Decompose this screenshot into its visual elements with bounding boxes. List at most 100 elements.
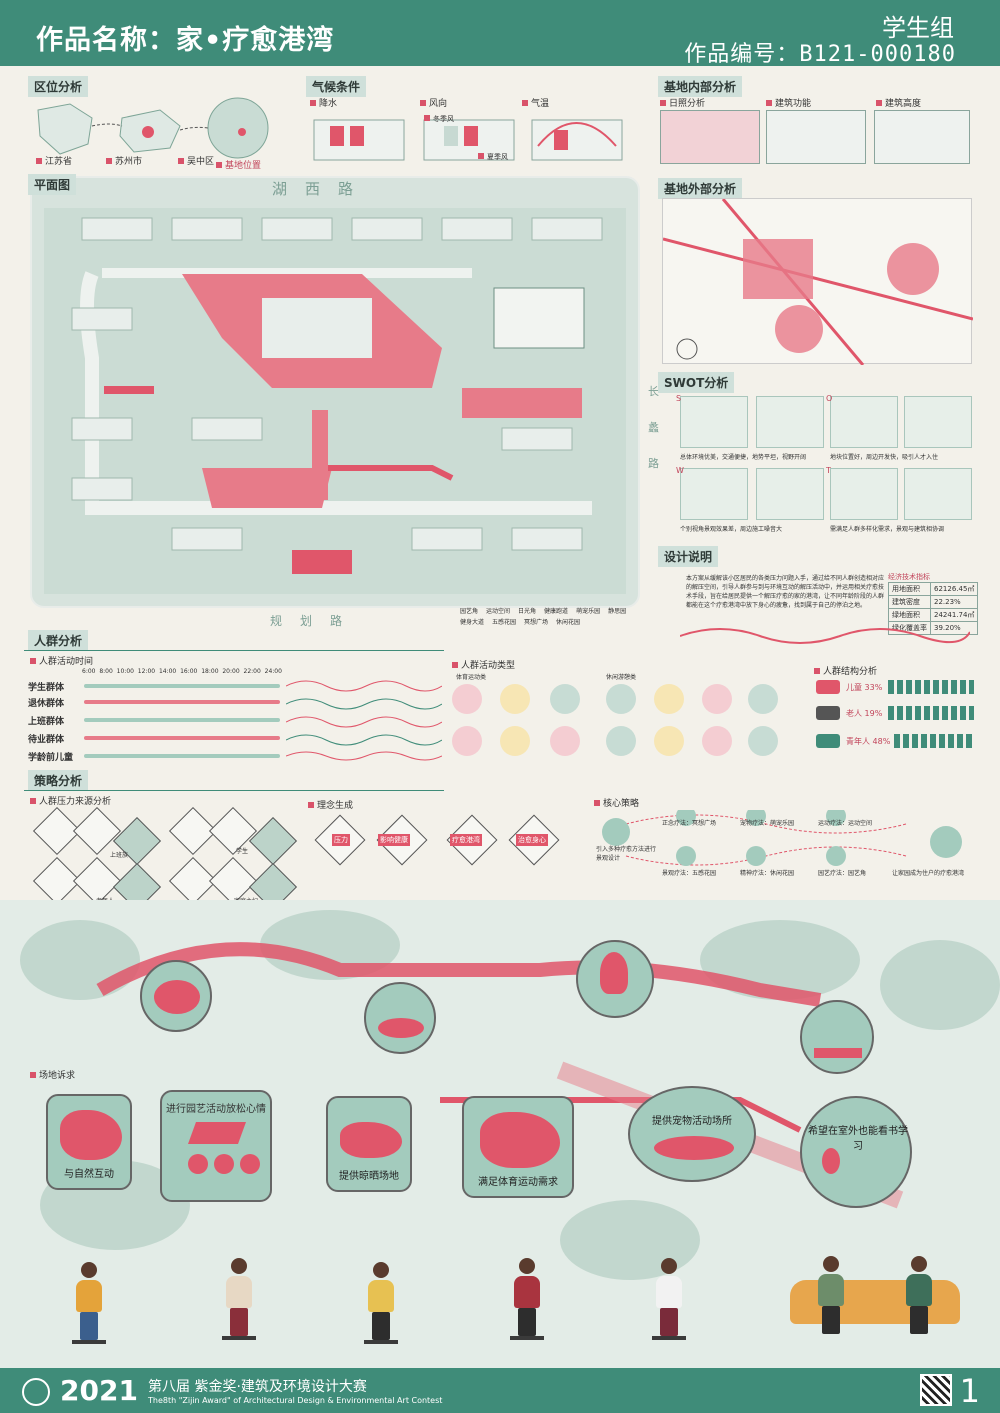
person-figure [364,1262,398,1344]
swot-o2 [904,396,972,448]
demand-bubble-garden: 进行园艺活动放松心情 [160,1090,272,1202]
person-figure [72,1262,106,1344]
loc-label-district: 吴中区 [178,154,214,167]
inner-function: 建筑功能 [766,96,811,109]
crowd-title: 人群分析 [28,630,89,651]
time-tick: 22:00 [243,668,261,675]
location-title: 区位分析 [28,76,89,97]
plan-title: 平面图 [28,174,77,195]
concept-pressure: 压力 [332,834,350,846]
function-map [766,110,866,164]
core-garden: 园艺疗法：园艺角 [818,870,867,877]
elderly-bar [888,706,974,720]
pressure-panel: 上班族 学生 老年人 家庭主妇 [30,806,298,912]
bar-students [84,684,280,688]
group-workers: 上班群体 [28,717,65,727]
legend-item: 日光角 [518,608,537,615]
table-title: 经济技术指标 [888,573,930,581]
pressure-hex [208,806,258,856]
demand-bubble-nature: 与自然互动 [46,1094,132,1190]
activity-circle [702,684,732,714]
swot-w1 [680,468,748,520]
time-tick: 8:00 [99,668,113,675]
climate-graphics [313,119,623,161]
group-preschool: 学龄前儿童 [28,753,74,763]
activity-circle [550,726,580,756]
footer-contest-en: The8th "Zijin Award" of Architectural De… [148,1396,443,1405]
bar-preschool [84,754,280,758]
design-wave [680,628,970,644]
elderly-pct: 19% [864,709,883,718]
legend-item: 冥想广场 [524,619,549,626]
scene-circle [364,982,436,1054]
crowd-structure-label: 人群结构分析 [814,664,877,677]
elderly-label: 老人 19% [846,708,882,719]
concept-health: 影响健康 [378,834,410,846]
type-sport: 体育运动类 [456,674,487,681]
swot-title: SWOT分析 [658,372,735,393]
climate-temp: 气温 [522,96,549,109]
demand-label: 场地诉求 [30,1068,75,1081]
climate-wind: 风向 [420,96,447,109]
time-tick: 16:00 [180,668,198,675]
scene-circle [140,960,212,1032]
swot-letter-t: T [826,466,831,475]
activity-circles [450,682,780,766]
loc-label-province: 江苏省 [36,154,72,167]
group-retired: 退休群体 [28,699,65,709]
award-logo-icon [22,1378,50,1406]
demand-bubble-pet: 提供宠物活动场所 [628,1086,756,1182]
swot-o1 [830,396,898,448]
strategy-divider [24,790,444,791]
demand-tree [188,1154,208,1174]
outer-map [662,198,974,366]
loc-label-city: 苏州市 [106,154,142,167]
pressure-student: 学生 [236,848,249,855]
climate-summer-wind: 夏季风 [478,152,508,162]
person-figure [906,1256,932,1334]
concept-label: 理念生成 [308,798,353,811]
inner-height: 建筑高度 [876,96,921,109]
height-map [874,110,970,164]
time-tick: 12:00 [137,668,156,675]
core-sport: 运动疗法：运动空间 [818,820,873,827]
tech-key: 用地面积 [888,582,931,596]
youth-name: 青年人 [846,737,870,746]
activity-circle [654,684,684,714]
core-pet: 宠物疗法：萌宠乐园 [740,820,795,827]
qr-code-icon[interactable] [920,1374,952,1406]
legend-item: 五感花园 [492,619,517,626]
legend-item: 静思园 [608,608,627,615]
activity-circle [702,726,732,756]
crowd-divider [24,650,444,651]
tech-key: 建筑密度 [888,595,931,609]
activity-waves [286,680,442,761]
sun-map [660,110,760,164]
core-result: 让家园成为住户的疗愈港湾 [892,870,965,877]
activity-circle [748,726,778,756]
time-tick: 14:00 [158,668,177,675]
pressure-label: 人群压力来源分析 [30,794,111,807]
climate-title: 气候条件 [306,76,367,97]
demand-blob [480,1112,560,1168]
sofa [790,1280,960,1324]
swot-caption-w: 个别视角景观效果差，周边施工噪音大 [680,526,783,533]
person-figure [222,1258,256,1340]
demand-garden-bed [187,1122,247,1144]
project-code: 作品编号：B121-000180 [684,42,956,67]
demand-blob [60,1110,122,1160]
outer-map-graphic [662,198,974,366]
road-right: 长蠡路 [648,385,659,470]
swot-letter-w: W [676,466,684,475]
swot-caption-t: 需满足人群多样化需求，景观与建筑相协调 [830,526,945,533]
demand-bubble-reading: 希望在室外也能看书学习 [800,1096,912,1208]
bar-jobless [84,736,280,740]
time-tick: 6:00 [82,668,96,675]
structure-panel: 儿童 33% 老人 19% 青年人 48% [816,680,976,766]
time-tick: 10:00 [116,668,134,675]
time-tick: 24:00 [264,668,282,675]
footer-banner: 2021 第八届 紫金奖·建筑及环境设计大赛 The8th "Zijin Awa… [0,1368,1000,1413]
footer-year: 2021 [60,1374,138,1407]
legend-item: 健身大道 [460,619,485,626]
